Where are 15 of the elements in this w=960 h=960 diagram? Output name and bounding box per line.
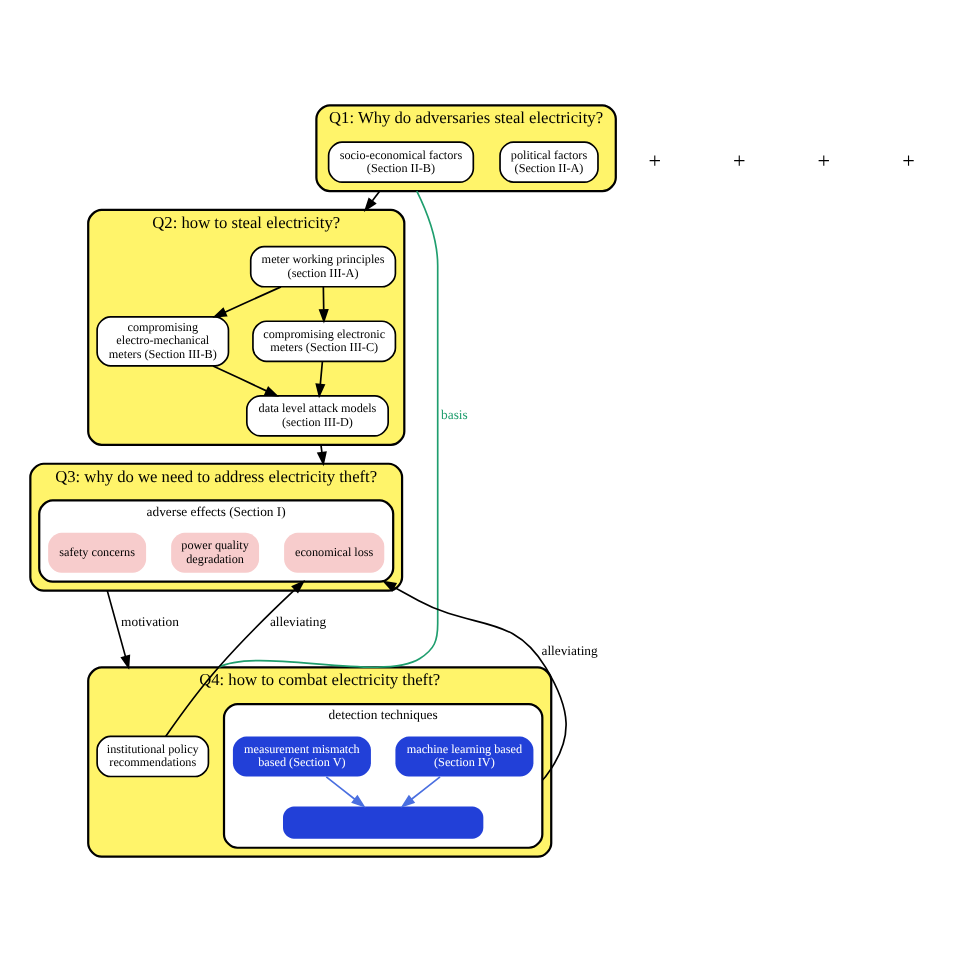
- label: +: [733, 148, 746, 173]
- connector: [217, 189, 439, 668]
- label: +: [648, 148, 662, 173]
- arrow: [325, 774, 366, 807]
- arrow: [400, 774, 441, 807]
- arrow: [106, 588, 131, 669]
- arrow: [318, 285, 329, 323]
- node-box: [283, 805, 484, 838]
- label: +: [817, 148, 831, 173]
- label: +: [902, 148, 915, 173]
- arrow: [212, 285, 282, 317]
- arrow: [315, 359, 326, 398]
- arrow: [363, 189, 381, 211]
- arrow: [164, 579, 306, 736]
- arrow: [212, 364, 280, 396]
